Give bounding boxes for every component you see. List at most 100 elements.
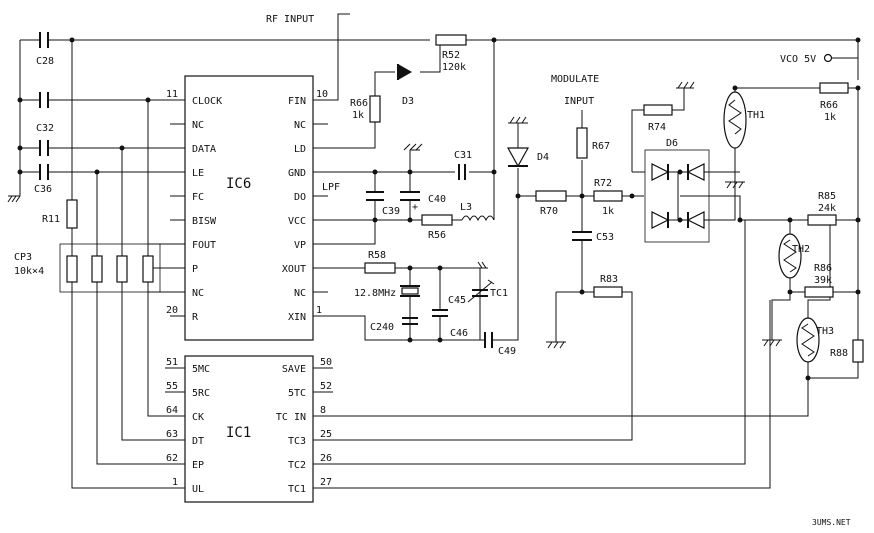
ic6-pin-num-1: 1 [316, 305, 322, 316]
wires [19, 13, 859, 489]
r58-label: R58 [368, 250, 386, 261]
c46-label-group: C46 [450, 328, 468, 339]
ic6-pin-nc4: NC [294, 288, 306, 299]
r72-resistor: R72 1k [593, 178, 623, 217]
gnd-symbol-r74 [676, 81, 695, 89]
cp3-value: 10k×4 [14, 266, 44, 277]
ic1-pin-ul: UL [192, 484, 204, 495]
r67-label: R67 [592, 141, 610, 152]
ic1-pin-num-62: 62 [166, 453, 178, 464]
r74-resistor: R74 [643, 104, 673, 133]
r74-label: R74 [648, 122, 666, 133]
ic6-pin-num-20: 20 [166, 305, 178, 316]
r66a-value: 1k [352, 110, 364, 121]
r66a-label: R66 [350, 98, 368, 109]
ic1-pin-num-8: 8 [320, 405, 326, 416]
ic6-pin-fc: FC [192, 192, 204, 203]
d4-label: D4 [537, 152, 549, 163]
c49-capacitor: C49 [484, 332, 516, 357]
ic6-pin-data: DATA [192, 144, 216, 155]
ic1-pin-num-52: 52 [320, 381, 332, 392]
r52-resistor: R52 120k [435, 34, 467, 73]
ic1-pin-5mc: 5MC [192, 364, 210, 375]
l3-inductor: L3 [460, 202, 495, 222]
th1-label: TH1 [747, 110, 765, 121]
ic6-pin-do: DO [294, 192, 306, 203]
ic6-pin-nc1: NC [192, 120, 204, 131]
th1-thermistor: TH1 [723, 91, 765, 149]
watermark-text: ЗUMS.NET [812, 518, 851, 527]
ic6-pin-le: LE [192, 168, 204, 179]
ic6-pin-xout: XOUT [282, 264, 306, 275]
ic6-pin-r: R [192, 312, 199, 323]
r83-resistor: R83 [593, 274, 623, 298]
vco-label: VCO 5V [780, 54, 816, 65]
ic6-pin-fout: FOUT [192, 240, 216, 251]
crystal-oscillator: 12.8MHz [354, 285, 420, 299]
r66b-value: 1k [824, 112, 836, 123]
ic1-pin-dt: DT [192, 436, 204, 447]
ic6-pin-num-11: 11 [166, 89, 178, 100]
gnd-symbol-r83 [546, 341, 566, 349]
ic1-pin-tc1: TC1 [288, 484, 306, 495]
cp3-label: CP3 [14, 252, 32, 263]
c45-capacitor: C45 [432, 295, 466, 317]
ic6-pin-fin: FIN [288, 96, 306, 107]
d3-diode: D3 [397, 64, 414, 107]
ic1-pin-ck: CK [192, 412, 204, 423]
gnd-symbol-d4 [508, 116, 528, 124]
left-capacitors: C28 C32 C36 [34, 32, 54, 195]
ic1-pin-5rc: 5RC [192, 388, 210, 399]
r85-resistor: R85 24k [807, 191, 837, 226]
ic6-pin-num-10: 10 [316, 89, 328, 100]
gnd-symbol-th1 [725, 181, 745, 189]
r58-resistor: R58 [364, 250, 396, 274]
ic1-pin-num-64: 64 [166, 405, 178, 416]
ic1-pin-5tc: 5TC [288, 388, 306, 399]
ic6-pin-bisw: BISW [192, 216, 217, 227]
c49-label: C49 [498, 346, 516, 357]
rf-input-label: RF INPUT [266, 14, 314, 25]
modulate-label: MODULATE [551, 74, 599, 85]
ic1-pin-ep: EP [192, 460, 204, 471]
c40-label: C40 [428, 194, 446, 205]
ic1-pin-num-50: 50 [320, 357, 332, 368]
ic6-pin-p: P [192, 264, 198, 275]
lpf-label: LPF [322, 182, 340, 193]
gnd-symbol-c40 [403, 143, 423, 151]
tc1-trimmer: TC1 [467, 261, 508, 303]
r70-label: R70 [540, 206, 558, 217]
ic6-pin-xin: XIN [288, 312, 306, 323]
c53-label: C53 [596, 232, 614, 243]
r66-resistor-ld: R66 1k [350, 95, 381, 123]
r88-label: R88 [830, 348, 848, 359]
ic1-pin-num-27: 27 [320, 477, 332, 488]
vco-supply: VCO 5V [780, 53, 858, 65]
ic6-pin-vp: VP [294, 240, 306, 251]
gnd-symbol-th2 [762, 339, 782, 347]
ic6-pin-ld: LD [294, 144, 306, 155]
th3-thermistor: TH3 [796, 317, 834, 363]
d6-diode-array: D6 [644, 138, 710, 243]
r88-resistor: R88 [830, 339, 864, 363]
c28-label: C28 [36, 56, 54, 67]
c240-label: C240 [370, 322, 394, 333]
c45-label: C45 [448, 295, 466, 306]
ic1-pin-num-25: 25 [320, 429, 332, 440]
watermark: ЗUMS.NET [812, 518, 851, 527]
ic6-pin-vcc: VCC [288, 216, 306, 227]
ic6-pin-nc2: NC [192, 288, 204, 299]
r85-value: 24k [818, 203, 836, 214]
ic1-pin-tc3: TC3 [288, 436, 306, 447]
c39-capacitor: C39 [366, 191, 400, 217]
ic1-pin-num-55: 55 [166, 381, 178, 392]
c53-capacitor: C53 [572, 231, 614, 243]
tc1-label: TC1 [490, 288, 508, 299]
cp3-resistor-array: CP3 10k×4 [14, 243, 161, 293]
c40-capacitor: + C40 [400, 191, 446, 213]
th3-label: TH3 [816, 326, 834, 337]
r72-label: R72 [594, 178, 612, 189]
r70-resistor: R70 [535, 190, 567, 217]
ic1-chip: IC1 5MC 5RC CK DT EP UL 51 55 64 63 62 1… [165, 355, 333, 503]
